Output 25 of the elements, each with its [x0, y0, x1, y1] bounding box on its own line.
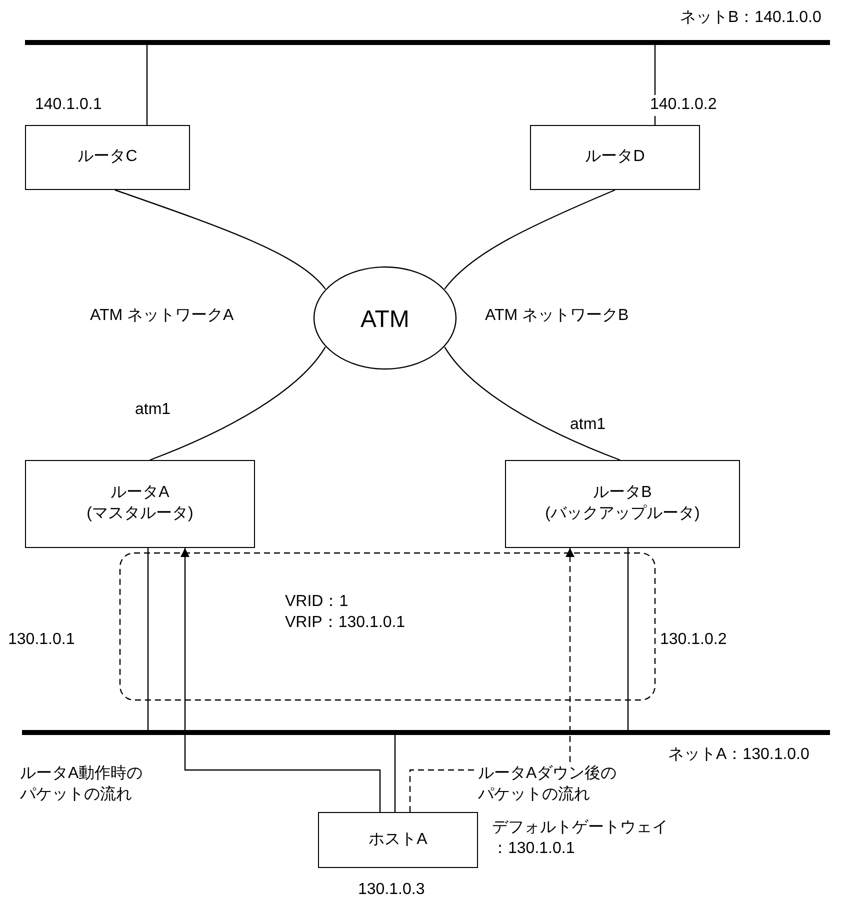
interface-label: 140.1.0.2: [650, 95, 717, 116]
network-label: ネットA：130.1.0.0: [668, 745, 810, 765]
arrow: [180, 548, 381, 812]
connector-line: [627, 548, 629, 730]
router-box: ルータC: [25, 125, 190, 190]
router-box: ルータA (マスタルータ): [25, 460, 255, 548]
connector-line: [114, 189, 326, 290]
network-label: ネットB：140.1.0.0: [680, 8, 822, 28]
connector-line: [146, 45, 148, 125]
group-label: VRID：1 VRIP：130.1.0.1: [285, 592, 406, 633]
connector-line: [444, 346, 620, 461]
network-bus: [22, 730, 830, 735]
address-label: 130.1.0.3: [358, 880, 425, 900]
network-name-label: ATM ネットワークB: [485, 306, 629, 326]
router-box: ルータD: [530, 125, 700, 190]
connector-line: [394, 735, 396, 812]
address-label: デフォルトゲートウェイ：130.1.0.1: [492, 818, 668, 859]
connector-line: [444, 189, 616, 290]
connector-line: [150, 346, 326, 461]
network-name-label: ATM ネットワークA: [90, 306, 234, 326]
host-box: ホストA: [318, 812, 478, 868]
router-box: ルータB (バックアップルータ): [505, 460, 740, 548]
network-bus: [25, 40, 830, 45]
connector-line: [147, 548, 149, 730]
network-ellipse: ATM: [313, 266, 457, 370]
